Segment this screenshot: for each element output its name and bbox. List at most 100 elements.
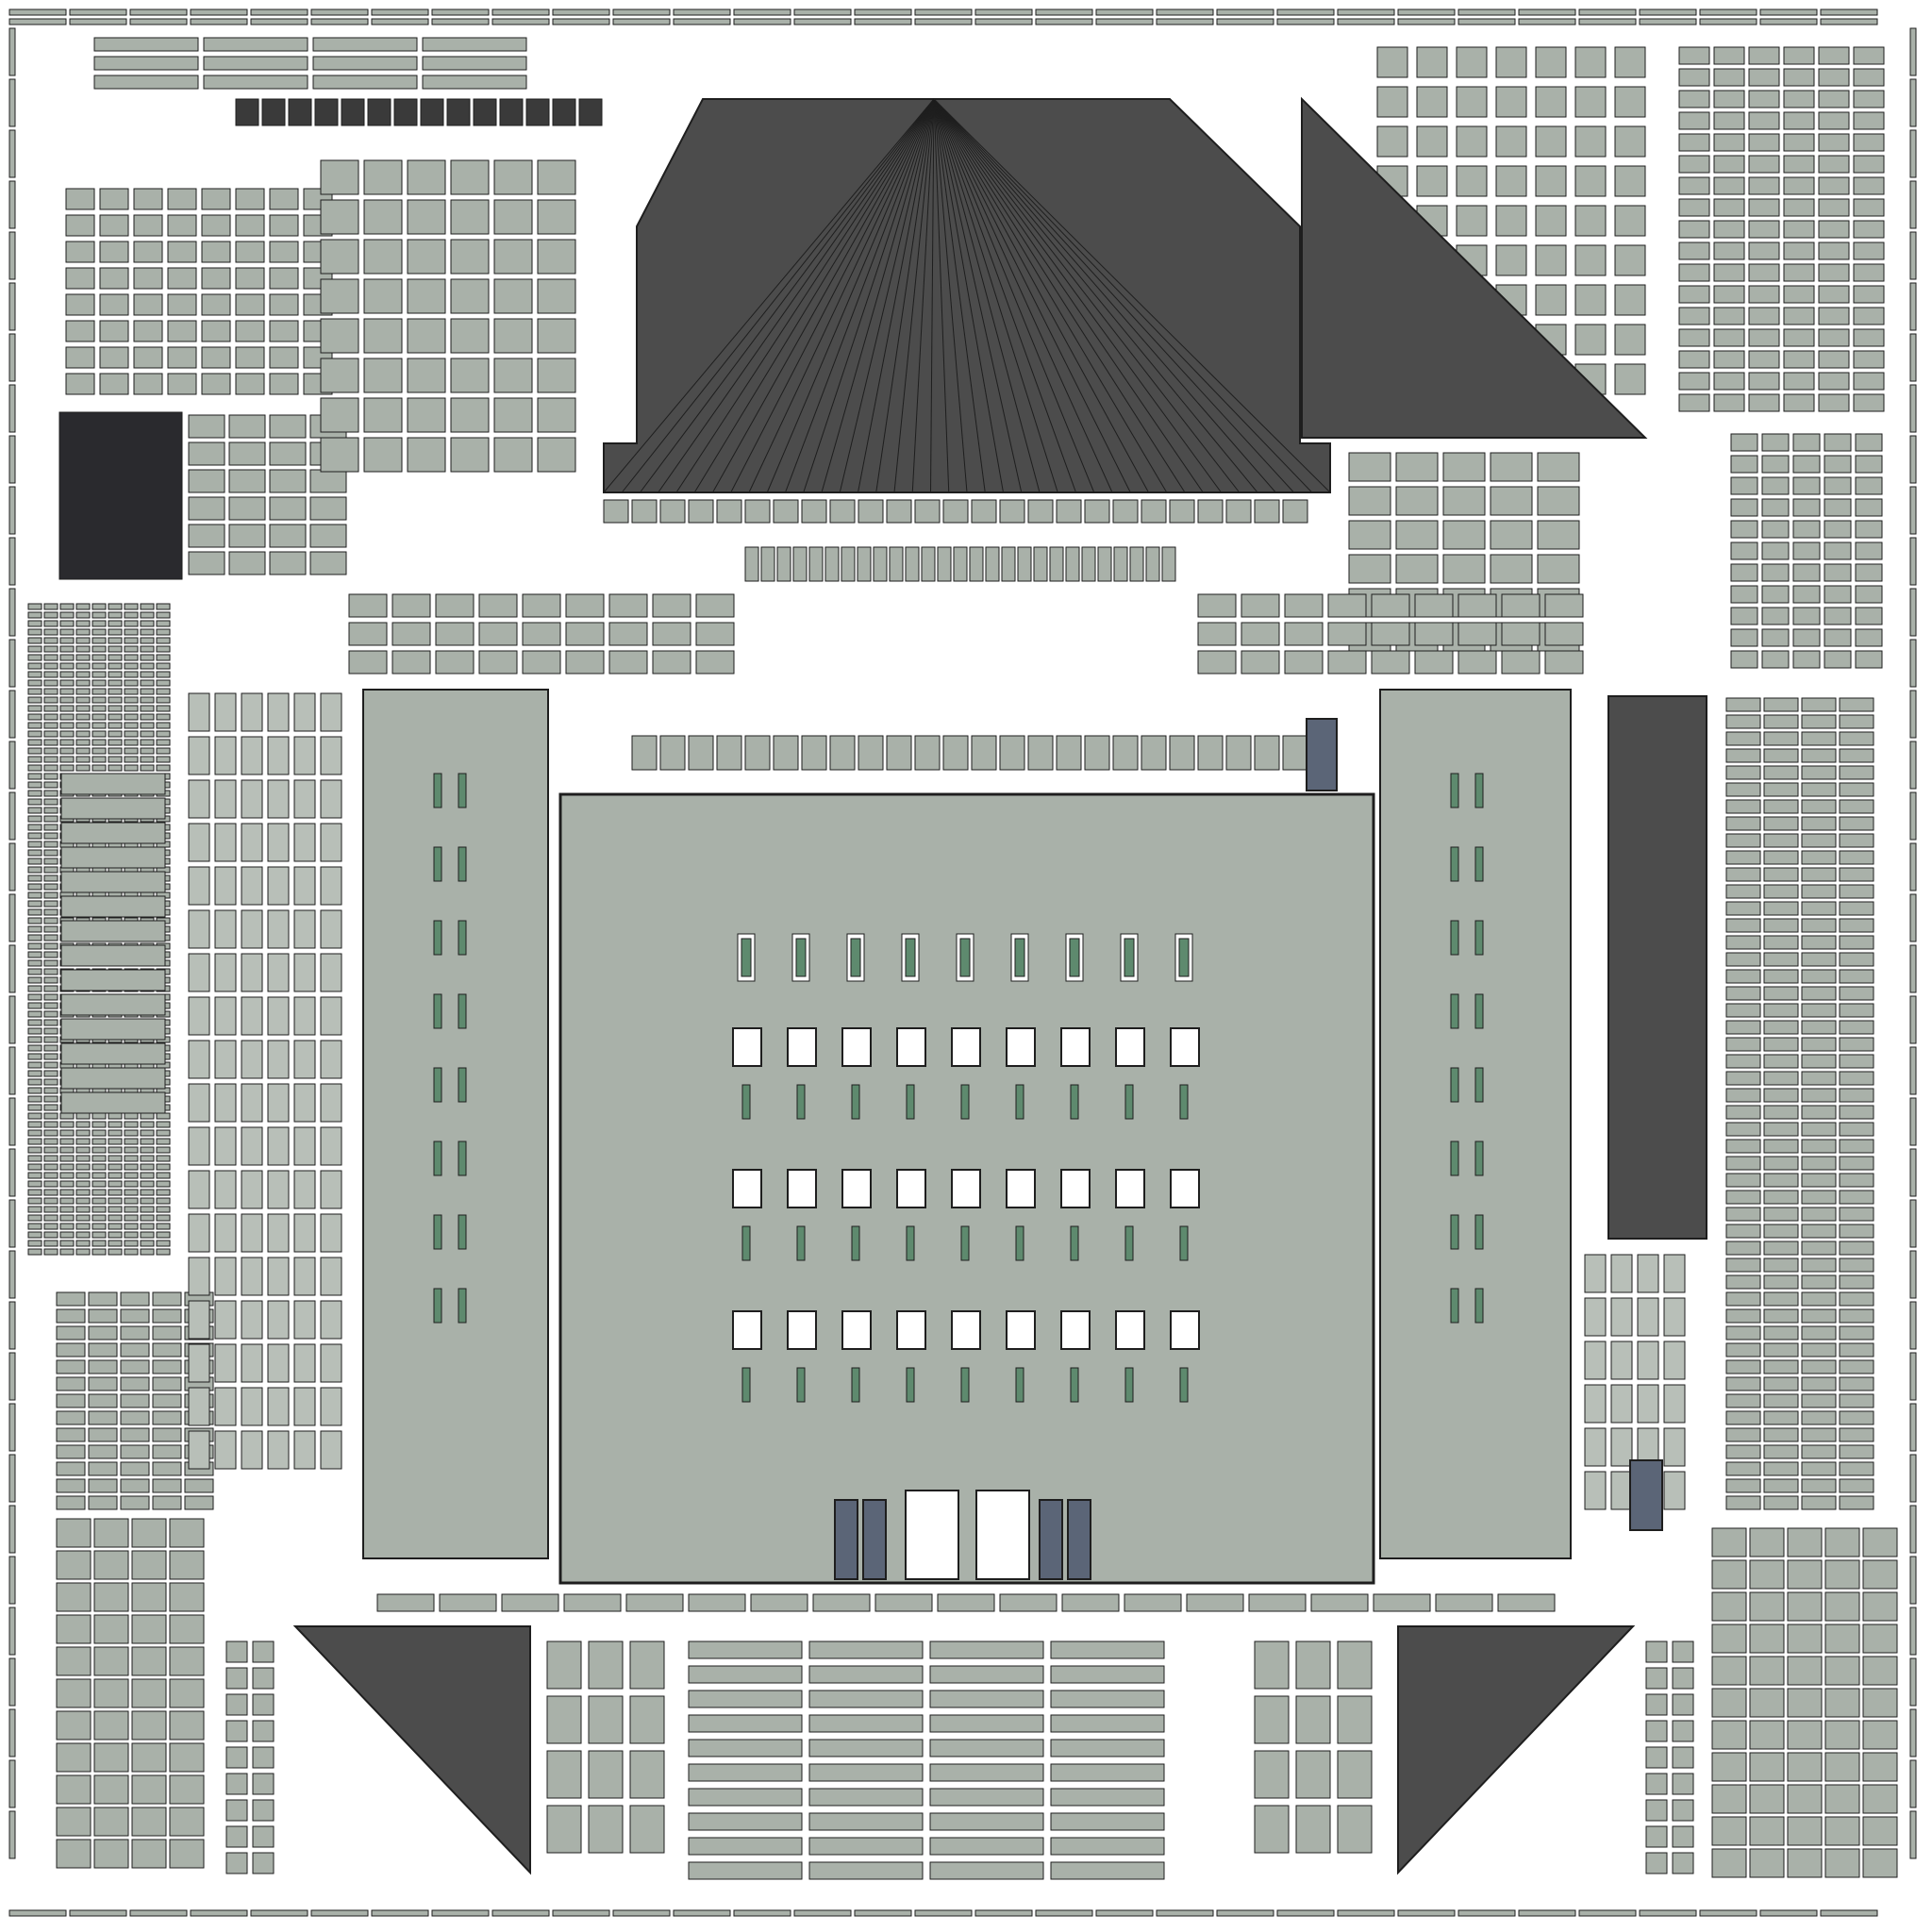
tile	[716, 735, 742, 771]
tile	[140, 1214, 155, 1222]
tile	[1862, 1752, 1898, 1782]
tile	[1678, 111, 1710, 130]
cross-window	[1006, 1310, 1036, 1350]
tile	[608, 650, 648, 675]
tile	[546, 1695, 582, 1744]
tile	[348, 622, 388, 646]
tile	[974, 18, 1033, 25]
tile	[293, 1387, 316, 1426]
tile	[688, 1861, 803, 1880]
tile	[43, 815, 58, 823]
roof-seam-line	[839, 98, 935, 493]
tile	[309, 496, 347, 521]
tile	[1909, 741, 1917, 790]
tile	[1725, 1359, 1761, 1374]
roof-triangle-bottom-left	[292, 1625, 531, 1875]
tile	[228, 496, 266, 521]
tile	[1574, 165, 1607, 197]
tile	[75, 637, 91, 644]
tile	[1763, 935, 1799, 950]
tile	[1763, 986, 1799, 1001]
tile	[1909, 1759, 1917, 1808]
tile	[27, 824, 42, 831]
tile	[108, 764, 123, 772]
tile	[169, 1646, 205, 1676]
right-dark-roof-strip	[1607, 695, 1707, 1240]
tile	[309, 524, 347, 548]
tile	[1124, 1593, 1182, 1612]
tile	[1637, 1254, 1659, 1293]
tile	[1457, 8, 1516, 16]
tile	[59, 1129, 75, 1137]
tile	[267, 823, 290, 862]
tile	[1725, 1393, 1761, 1408]
tile	[203, 56, 308, 71]
tile	[156, 620, 171, 627]
tile	[1855, 628, 1883, 647]
tile	[1645, 1693, 1668, 1716]
tile	[75, 1189, 91, 1196]
tile	[59, 1231, 75, 1239]
tile	[1711, 1624, 1747, 1654]
tile	[1763, 1393, 1799, 1408]
tile	[1909, 1250, 1917, 1299]
tile	[1862, 1527, 1898, 1557]
tile	[1295, 1641, 1331, 1690]
tile	[1254, 735, 1280, 771]
tile	[214, 1170, 237, 1209]
tile	[43, 679, 58, 687]
tile	[188, 1083, 210, 1123]
tile	[1327, 593, 1367, 618]
tile	[56, 1518, 92, 1548]
tile	[214, 1126, 237, 1166]
tile	[1761, 541, 1790, 560]
tile	[43, 1206, 58, 1213]
tile	[1763, 1071, 1799, 1086]
tile	[108, 696, 123, 704]
tile	[92, 756, 107, 763]
tile	[59, 1206, 75, 1213]
tile	[43, 747, 58, 755]
tile	[1584, 1427, 1607, 1467]
tile	[92, 679, 107, 687]
tile	[422, 56, 527, 71]
tile	[1763, 1156, 1799, 1171]
tile	[43, 739, 58, 746]
tile	[367, 98, 391, 126]
tile	[1442, 520, 1486, 550]
tile	[1348, 486, 1391, 516]
tile	[131, 1710, 167, 1740]
tile	[269, 267, 299, 290]
tile	[201, 267, 231, 290]
tile	[1839, 1274, 1874, 1290]
tile	[75, 654, 91, 661]
tile	[267, 1257, 290, 1296]
tile	[8, 842, 16, 891]
cross-window	[951, 1027, 981, 1067]
tile	[214, 1343, 237, 1383]
tile	[1495, 205, 1527, 237]
tile	[1495, 125, 1527, 158]
tile	[267, 866, 290, 906]
cross-window	[896, 1027, 926, 1067]
tile	[1801, 1241, 1837, 1256]
tile	[1801, 1342, 1837, 1357]
tile	[241, 823, 263, 862]
tile	[235, 373, 265, 395]
tile	[1824, 1720, 1860, 1750]
tile	[8, 333, 16, 382]
tile	[695, 622, 735, 646]
tile	[478, 650, 518, 675]
tile	[43, 934, 58, 941]
tile	[320, 736, 342, 775]
tile	[1730, 476, 1758, 495]
tile	[1749, 1624, 1785, 1654]
tile	[1839, 884, 1874, 899]
tile	[1783, 285, 1815, 304]
tile	[1416, 125, 1448, 158]
slit-window	[1015, 1084, 1024, 1120]
tile	[1295, 1750, 1331, 1799]
tile	[27, 1010, 42, 1018]
tile	[1783, 350, 1815, 369]
tile	[1909, 384, 1917, 433]
